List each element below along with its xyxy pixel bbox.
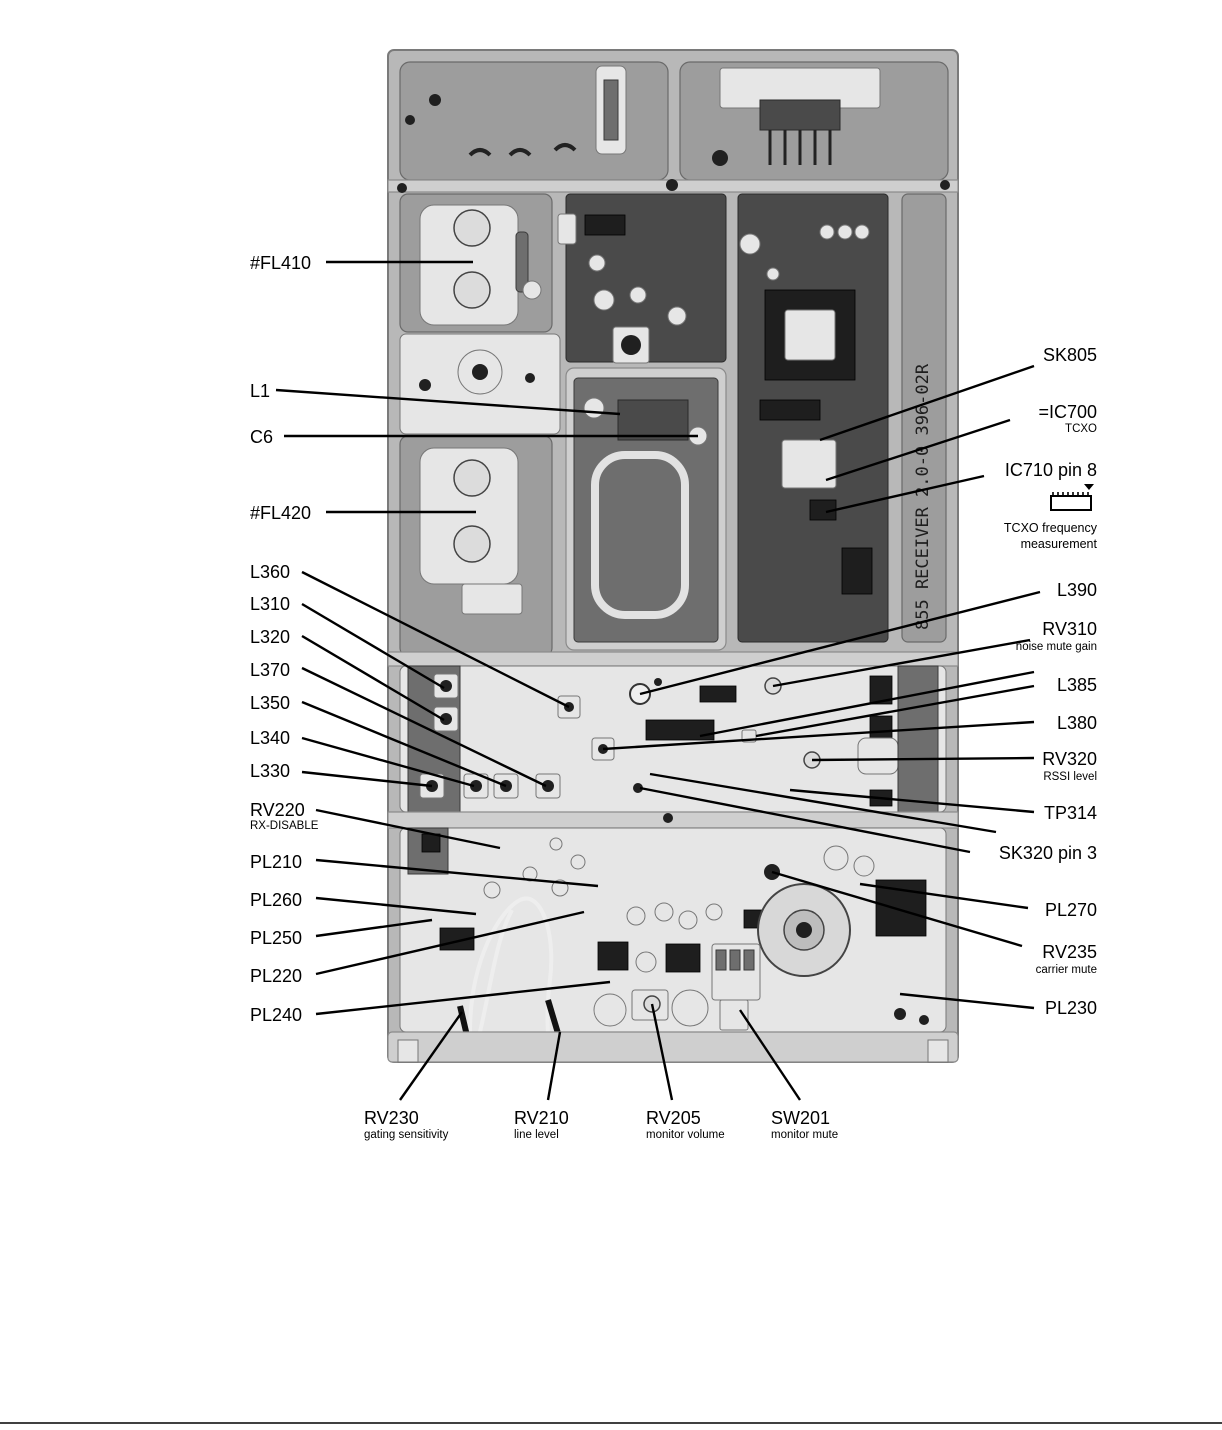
label-rv210-sub: line level (514, 1129, 559, 1141)
label-l385: L385 (1057, 675, 1097, 695)
label-ic700: =IC700 (1038, 402, 1097, 422)
label-l310: L310 (250, 594, 290, 614)
label-rv235: RV235 (1042, 942, 1097, 962)
label-ic700-sub: TCXO (1065, 423, 1097, 435)
label-rv220-sub: RX-DISABLE (250, 820, 319, 832)
ic-chip-icon (1050, 484, 1094, 511)
board-marking: 855 RECEIVER 2.0-0 396-02R (913, 363, 933, 630)
label-pl270: PL270 (1045, 900, 1097, 920)
label-tp314: TP314 (1044, 803, 1097, 823)
label-l1: L1 (250, 381, 270, 401)
label-pl210: PL210 (250, 852, 302, 872)
label-c6: C6 (250, 427, 273, 447)
label-l340: L340 (250, 728, 290, 748)
label-rv210: RV210 (514, 1108, 569, 1128)
label-rv235-sub: carrier mute (1036, 964, 1097, 976)
label-rv220: RV220 (250, 800, 305, 820)
label-rv230-sub: gating sensitivity (364, 1129, 449, 1141)
label-fl410: #FL410 (250, 253, 311, 273)
label-sk805: SK805 (1043, 345, 1097, 365)
callout-labels: #FL410 L1 C6 #FL420 SK805 =IC700 TCXO IC… (250, 253, 1098, 1141)
label-fl420: #FL420 (250, 503, 311, 523)
label-rv310-sub: noise mute gain (1016, 641, 1097, 653)
label-l370: L370 (250, 660, 290, 680)
label-pl230: PL230 (1045, 998, 1097, 1018)
label-pl250: PL250 (250, 928, 302, 948)
label-l330: L330 (250, 761, 290, 781)
label-l320: L320 (250, 627, 290, 647)
label-tcxo-caption-1: TCXO frequency (1004, 521, 1098, 535)
label-sk320: SK320 pin 3 (999, 843, 1097, 863)
label-pl240: PL240 (250, 1005, 302, 1025)
label-rv205-sub: monitor volume (646, 1129, 725, 1141)
label-rv230: RV230 (364, 1108, 419, 1128)
label-tcxo-caption-2: measurement (1021, 537, 1098, 551)
label-l380: L380 (1057, 713, 1097, 733)
leader-lines (275, 260, 1041, 1101)
label-sw201-sub: monitor mute (771, 1129, 838, 1141)
label-rv320: RV320 (1042, 749, 1097, 769)
label-sw201: SW201 (771, 1108, 830, 1128)
label-l350: L350 (250, 693, 290, 713)
label-rv320-sub: RSSI level (1043, 771, 1097, 783)
label-l360: L360 (250, 562, 290, 582)
label-ic710: IC710 pin 8 (1005, 460, 1097, 480)
board-photo: 855 RECEIVER 2.0-0 396-02R (387, 49, 959, 1063)
label-pl260: PL260 (250, 890, 302, 910)
label-l390: L390 (1057, 580, 1097, 600)
label-pl220: PL220 (250, 966, 302, 986)
label-rv205: RV205 (646, 1108, 701, 1128)
label-rv310: RV310 (1042, 619, 1097, 639)
